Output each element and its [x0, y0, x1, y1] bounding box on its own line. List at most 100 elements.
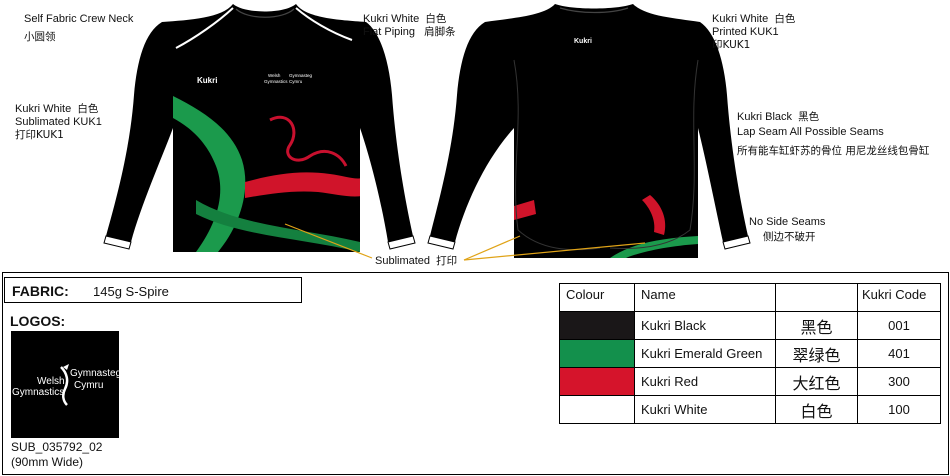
- back-kukri-logo: Kukri: [574, 38, 592, 45]
- logo-code: SUB_035792_02 (90mm Wide): [11, 440, 102, 470]
- front-piping-left: [175, 7, 234, 49]
- colour-name-cn: 大红色: [775, 367, 858, 396]
- colour-name-cn: 翠绿色: [775, 339, 858, 368]
- sublimated-label-cn: 打印: [436, 255, 458, 267]
- front-green-ribbon: [173, 96, 246, 252]
- logo-code-size: (90mm Wide): [11, 455, 84, 469]
- table-row: Kukri White 白色 100: [559, 395, 941, 424]
- back-red-ribbon-right: [642, 195, 666, 235]
- header-name: Name: [634, 283, 776, 312]
- flat-piping-colour: Kukri White: [363, 13, 420, 25]
- back-neck-binding: [559, 7, 629, 14]
- front-club-logo-l2: Gymnastics: [264, 79, 288, 84]
- swatch-white: [560, 396, 634, 423]
- side-seams-label: No Side Seams: [749, 216, 826, 228]
- front-kukri-logo: Kukri: [197, 76, 217, 85]
- colour-swatch: [559, 395, 635, 424]
- colour-name: Kukri Black: [634, 311, 776, 340]
- sublimated-logo-colour: Kukri White: [15, 103, 72, 115]
- fabric-value: 145g S-Spire: [93, 284, 169, 299]
- colour-table-header: Colour Name Kukri Code: [559, 283, 941, 312]
- sublimated-leader-front: [284, 223, 373, 259]
- sublimated-logo-note: Kukri White 白色 Sublimated KUK1 打印KUK1: [15, 103, 102, 142]
- back-green-ribbon: [610, 236, 698, 258]
- gymnast-figure-icon-2: [63, 364, 69, 370]
- front-neck-binding: [235, 8, 295, 18]
- sublimated-leader-back-2: [463, 242, 646, 261]
- lap-seam-label-cn: 所有能车缸虾苏的骨位 用尼龙丝线包骨缸: [737, 145, 930, 157]
- swatch-black: [560, 312, 634, 339]
- front-red-ribbon: [245, 172, 362, 198]
- front-red-swirl: [269, 116, 348, 167]
- colour-swatch: [559, 339, 635, 368]
- lap-seam-colour: Kukri Black: [737, 111, 793, 123]
- lap-seam-colour-cn: 黑色: [798, 111, 820, 123]
- front-club-logo-r2: Cymru: [289, 79, 303, 84]
- sublimated-label: Sublimated: [375, 255, 431, 267]
- swatch-red: [560, 368, 634, 395]
- back-view: Kukri: [427, 4, 751, 258]
- printed-colour-cn: 白色: [774, 13, 796, 25]
- colour-name: Kukri Emerald Green: [634, 339, 776, 368]
- side-seams-note: No Side Seams 侧边不破开: [749, 215, 825, 245]
- sublimated-logo-colour-cn: 白色: [77, 103, 99, 115]
- header-cn: [775, 283, 858, 312]
- front-club-logo-l1: Welsh: [268, 73, 281, 78]
- front-piping-right: [295, 7, 353, 41]
- gymnast-figure-icon: [60, 366, 69, 406]
- printed-colour: Kukri White: [712, 13, 769, 25]
- swatch-green: [560, 340, 634, 367]
- crew-neck-en: Self Fabric Crew Neck: [24, 13, 134, 25]
- header-colour: Colour: [559, 283, 635, 312]
- back-red-ribbon-left: [514, 200, 536, 220]
- colour-name-cn: 黑色: [775, 311, 858, 340]
- printed-label-cn: 印KUK1: [712, 39, 751, 51]
- colour-swatch: [559, 311, 635, 340]
- logo-welsh: Welsh: [37, 376, 65, 387]
- front-body: [106, 4, 413, 252]
- colour-table: Colour Name Kukri Code Kukri Black 黑色 00…: [559, 283, 941, 424]
- flat-piping-note: Kukri White 白色 Flat Piping 肩脚条: [363, 13, 456, 39]
- club-logo-art: Welsh Gymnastics Gymnasteg Cymru: [12, 364, 121, 406]
- colour-name-cn: 白色: [775, 395, 858, 424]
- front-view: Kukri Welsh Gymnastics Gymnasteg Cymru: [103, 4, 416, 252]
- front-cuff-right: [387, 235, 416, 250]
- front-green-ribbon-2: [196, 200, 360, 252]
- flat-piping-colour-cn: 白色: [425, 13, 447, 25]
- side-seams-label-cn: 侧边不破开: [763, 231, 816, 243]
- table-row: Kukri Emerald Green 翠绿色 401: [559, 339, 941, 368]
- lap-seam-label: Lap Seam All Possible Seams: [737, 126, 884, 138]
- back-seam-left: [513, 59, 601, 251]
- crew-neck-cn: 小圆领: [24, 31, 56, 43]
- colour-name: Kukri White: [634, 395, 776, 424]
- colour-name: Kukri Red: [634, 367, 776, 396]
- crew-neck-note: Self Fabric Crew Neck 小圆领: [24, 13, 133, 44]
- back-cuff-left: [427, 235, 456, 250]
- sublimated-logo-label-cn: 打印KUK1: [15, 129, 64, 141]
- flat-piping-label-cn: 肩脚条: [424, 26, 456, 38]
- colour-code: 100: [857, 395, 941, 424]
- club-logo: Welsh Gymnastics Gymnasteg Cymru: [11, 331, 121, 438]
- sublimated-logo-label: Sublimated KUK1: [15, 116, 102, 128]
- colour-code: 300: [857, 367, 941, 396]
- logo-cymru: Cymru: [74, 380, 103, 391]
- flat-piping-label: Flat Piping: [363, 26, 415, 38]
- logos-title: LOGOS:: [10, 313, 66, 329]
- table-row: Kukri Red 大红色 300: [559, 367, 941, 396]
- garment-artwork: Kukri Welsh Gymnastics Gymnasteg Cymru K…: [103, 4, 751, 261]
- header-code: Kukri Code: [857, 283, 941, 312]
- table-row: Kukri Black 黑色 001: [559, 311, 941, 340]
- logo-code-id: SUB_035792_02: [11, 440, 103, 454]
- back-body: [430, 4, 748, 258]
- spec-panel: [2, 272, 949, 475]
- fabric-label: FABRIC:: [12, 283, 69, 299]
- sublimated-note: Sublimated 打印: [375, 255, 457, 268]
- logo-gymnasteg: Gymnasteg: [70, 368, 119, 379]
- back-cuff-right: [722, 235, 751, 250]
- printed-note: Kukri White 白色 Printed KUK1 印KUK1: [712, 13, 795, 52]
- colour-code: 001: [857, 311, 941, 340]
- colour-swatch: [559, 367, 635, 396]
- lap-seam-note: Kukri Black 黑色 Lap Seam All Possible Sea…: [737, 110, 929, 159]
- printed-label: Printed KUK1: [712, 26, 779, 38]
- sublimated-leader-back-1: [463, 235, 521, 261]
